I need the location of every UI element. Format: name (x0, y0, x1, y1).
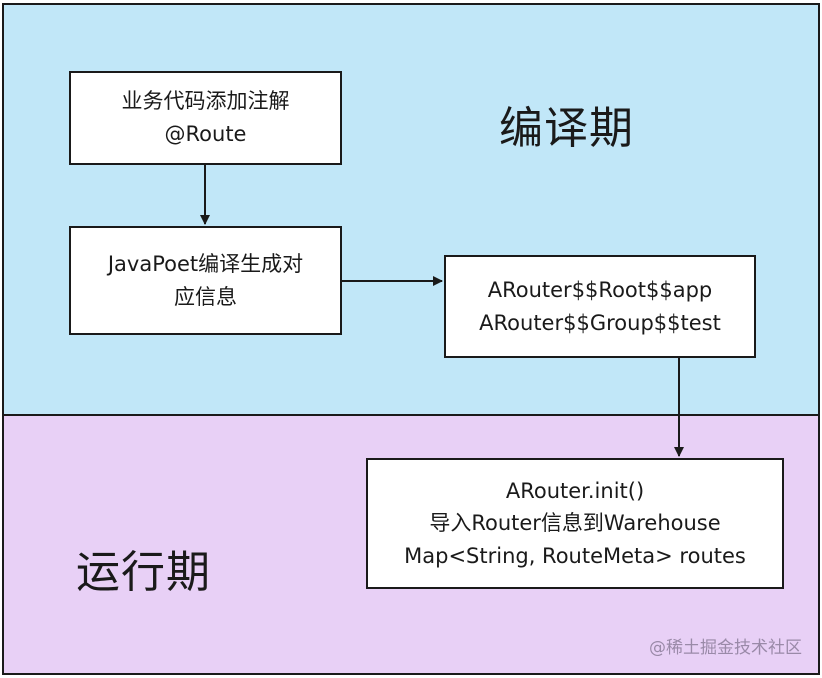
generated-classes-box: ARouter$$Root$$app ARouter$$Group$$test (444, 255, 756, 358)
annotation-step-line2: @Route (164, 122, 247, 146)
javapoet-step-line2: 应信息 (174, 284, 237, 309)
generated-classes-line2: ARouter$$Group$$test (479, 310, 721, 335)
compile-phase-label: 编译期 (499, 103, 634, 154)
watermark-text: @稀土掘金技术社区 (649, 638, 802, 658)
init-step-line2: 导入Router信息到Warehouse (429, 511, 721, 536)
init-step-box: ARouter.init() 导入Router信息到Warehouse Map<… (366, 458, 784, 589)
javapoet-step-line1: JavaPoet编译生成对 (107, 251, 304, 276)
init-step-line1: ARouter.init() (505, 478, 645, 503)
runtime-phase-label: 运行期 (76, 547, 211, 598)
init-step-line3: Map<String, RouteMeta> routes (404, 543, 746, 568)
generated-classes-line1: ARouter$$Root$$app (487, 277, 713, 302)
annotation-step-box: 业务代码添加注解 @Route (69, 71, 342, 165)
javapoet-step-box: JavaPoet编译生成对 应信息 (69, 226, 342, 335)
annotation-step-line1: 业务代码添加注解 (121, 89, 290, 114)
